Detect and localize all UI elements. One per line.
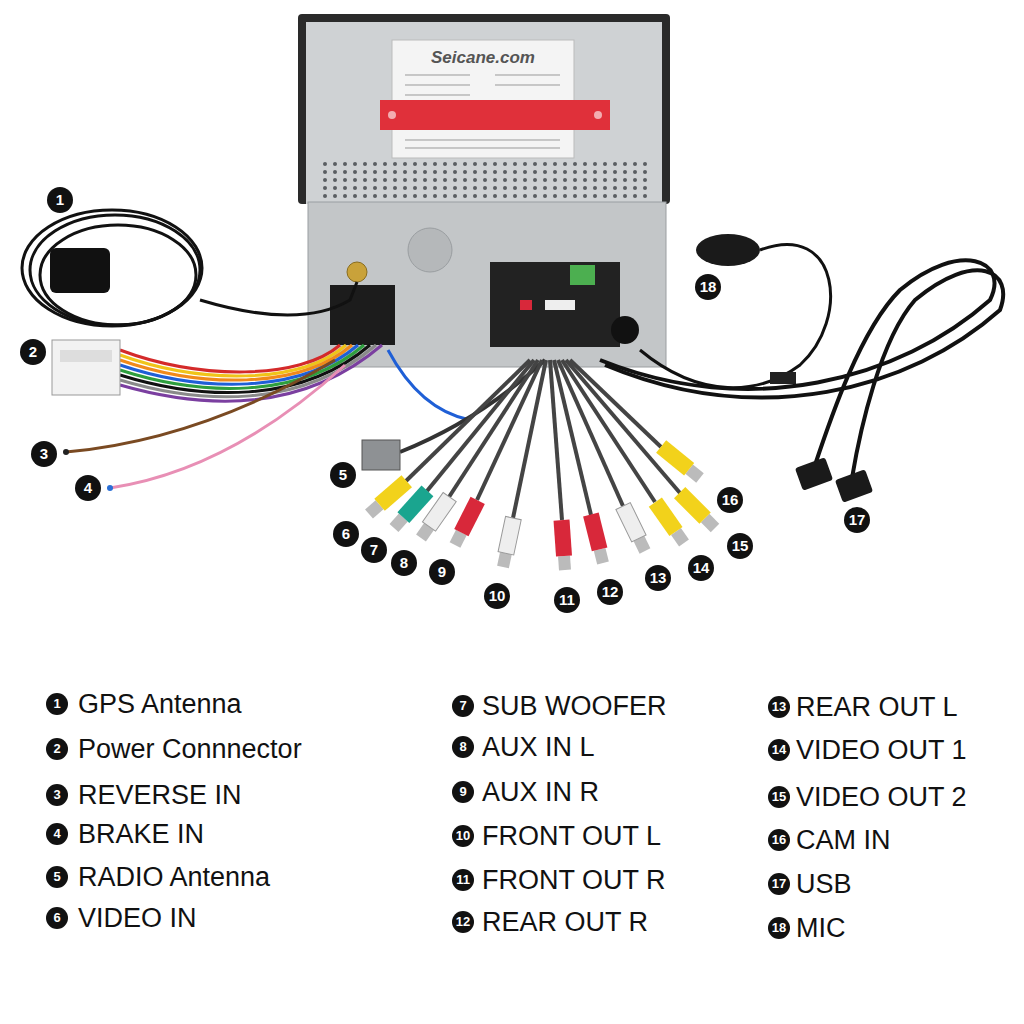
legend-number: 9	[452, 781, 474, 803]
legend-number: 5	[46, 866, 68, 888]
legend-number: 18	[768, 917, 790, 939]
callout-number: 13	[645, 565, 671, 591]
legend-number: 13	[768, 696, 790, 718]
legend-number: 17	[768, 873, 790, 895]
legend-number: 2	[46, 738, 68, 760]
part-name: RADIO Antenna	[78, 861, 270, 893]
part-name: REAR OUT L	[796, 691, 958, 723]
callout-number: 11	[554, 587, 580, 613]
part-name: USB	[796, 868, 852, 900]
legend-number: 12	[452, 911, 474, 933]
legend-number: 10	[452, 825, 474, 847]
legend-number: 14	[768, 739, 790, 761]
callout-number: 4	[75, 475, 101, 501]
callout-number: 17	[844, 507, 870, 533]
callout-number: 1	[47, 187, 73, 213]
part-name: FRONT OUT L	[482, 820, 661, 852]
legend-number: 8	[452, 736, 474, 758]
part-name: VIDEO OUT 1	[796, 734, 967, 766]
callout-number: 12	[597, 579, 623, 605]
legend-number: 7	[452, 695, 474, 717]
callout-number: 7	[361, 537, 387, 563]
part-name: AUX IN L	[482, 731, 595, 763]
part-name: CAM IN	[796, 824, 891, 856]
part-name: SUB WOOFER	[482, 690, 667, 722]
part-name: REAR OUT R	[482, 906, 648, 938]
callout-number: 9	[429, 559, 455, 585]
part-name: FRONT OUT R	[482, 864, 666, 896]
callout-number: 10	[484, 583, 510, 609]
brand-watermark: Seicane.com	[431, 48, 535, 68]
part-name: GPS Antenna	[78, 688, 242, 720]
part-name: VIDEO OUT 2	[796, 781, 967, 813]
part-name: BRAKE IN	[78, 818, 204, 850]
callout-number: 8	[391, 550, 417, 576]
part-name: VIDEO IN	[78, 902, 197, 934]
legend-number: 11	[452, 869, 474, 891]
callout-number: 18	[695, 274, 721, 300]
legend-number: 16	[768, 829, 790, 851]
callout-number: 14	[688, 555, 714, 581]
legend-number: 4	[46, 823, 68, 845]
part-name: Power Connnector	[78, 733, 302, 765]
callout-number: 16	[717, 487, 743, 513]
callout-number: 15	[727, 533, 753, 559]
callout-number: 5	[330, 462, 356, 488]
legend-number: 6	[46, 907, 68, 929]
legend-number: 3	[46, 784, 68, 806]
callout-number: 3	[31, 441, 57, 467]
callout-number: 6	[333, 521, 359, 547]
callout-number: 2	[20, 339, 46, 365]
part-name: REVERSE IN	[78, 779, 242, 811]
legend-number: 1	[46, 693, 68, 715]
part-name: MIC	[796, 912, 846, 944]
legend-number: 15	[768, 786, 790, 808]
part-name: AUX IN R	[482, 776, 599, 808]
